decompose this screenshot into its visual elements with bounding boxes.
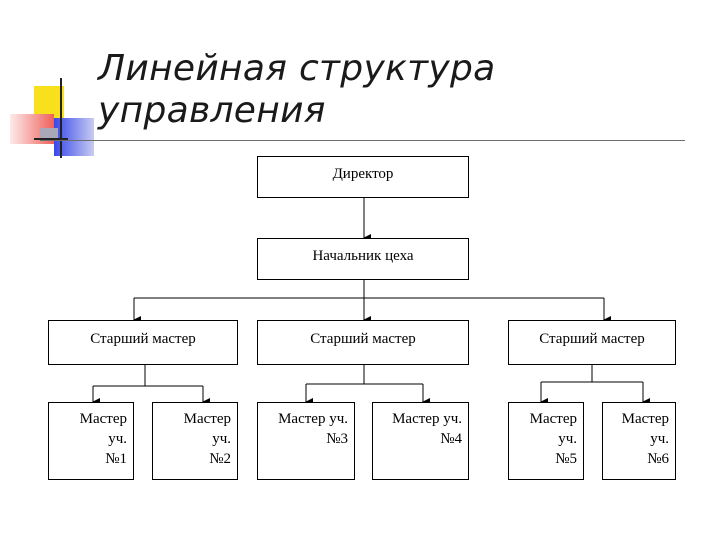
master-6-line-3: №6	[647, 451, 669, 467]
shop-head-label: Начальник цеха	[312, 248, 414, 264]
master-2-line-3: №2	[209, 451, 231, 467]
slide-title-line-2: управления	[98, 90, 326, 131]
slide-title-line-1: Линейная структура	[98, 48, 496, 89]
master-3-line-1: Мастер уч.	[278, 411, 348, 427]
master-6-line-1: Мастер	[621, 411, 669, 427]
senior-master-label-1: Старший мастер	[90, 331, 196, 347]
master-1-line-1: Мастер	[79, 411, 127, 427]
master-1-line-2: уч.	[108, 431, 127, 447]
master-box-3: Мастер уч. №3	[257, 402, 355, 480]
shop-head-box: Начальник цеха	[257, 238, 469, 280]
master-3-line-2: №3	[326, 431, 348, 447]
master-6-line-2: уч.	[650, 431, 669, 447]
deco-vertical-rule	[60, 78, 62, 158]
master-5-line-2: уч.	[558, 431, 577, 447]
master-box-2: Мастер уч. №2	[152, 402, 238, 480]
master-2-line-2: уч.	[212, 431, 231, 447]
master-box-1: Мастер уч. №1	[48, 402, 134, 480]
master-box-5: Мастер уч. №5	[508, 402, 584, 480]
master-4-line-1: Мастер уч.	[392, 411, 462, 427]
director-box: Директор	[257, 156, 469, 198]
senior-master-box-3: Старший мастер	[508, 320, 676, 365]
deco-gray-strip	[40, 128, 58, 140]
master-box-4: Мастер уч. №4	[372, 402, 469, 480]
master-5-line-1: Мастер	[529, 411, 577, 427]
senior-master-label-2: Старший мастер	[310, 331, 416, 347]
title-underline	[40, 140, 685, 141]
deco-horizontal-rule	[34, 138, 68, 140]
master-2-line-1: Мастер	[183, 411, 231, 427]
director-label: Директор	[332, 166, 394, 182]
senior-master-box-1: Старший мастер	[48, 320, 238, 365]
master-5-line-3: №5	[555, 451, 577, 467]
master-box-6: Мастер уч. №6	[602, 402, 676, 480]
senior-master-box-2: Старший мастер	[257, 320, 469, 365]
slide-title: Линейная структура управления	[98, 48, 496, 132]
senior-master-label-3: Старший мастер	[539, 331, 645, 347]
master-4-line-2: №4	[440, 431, 462, 447]
master-1-line-3: №1	[105, 451, 127, 467]
